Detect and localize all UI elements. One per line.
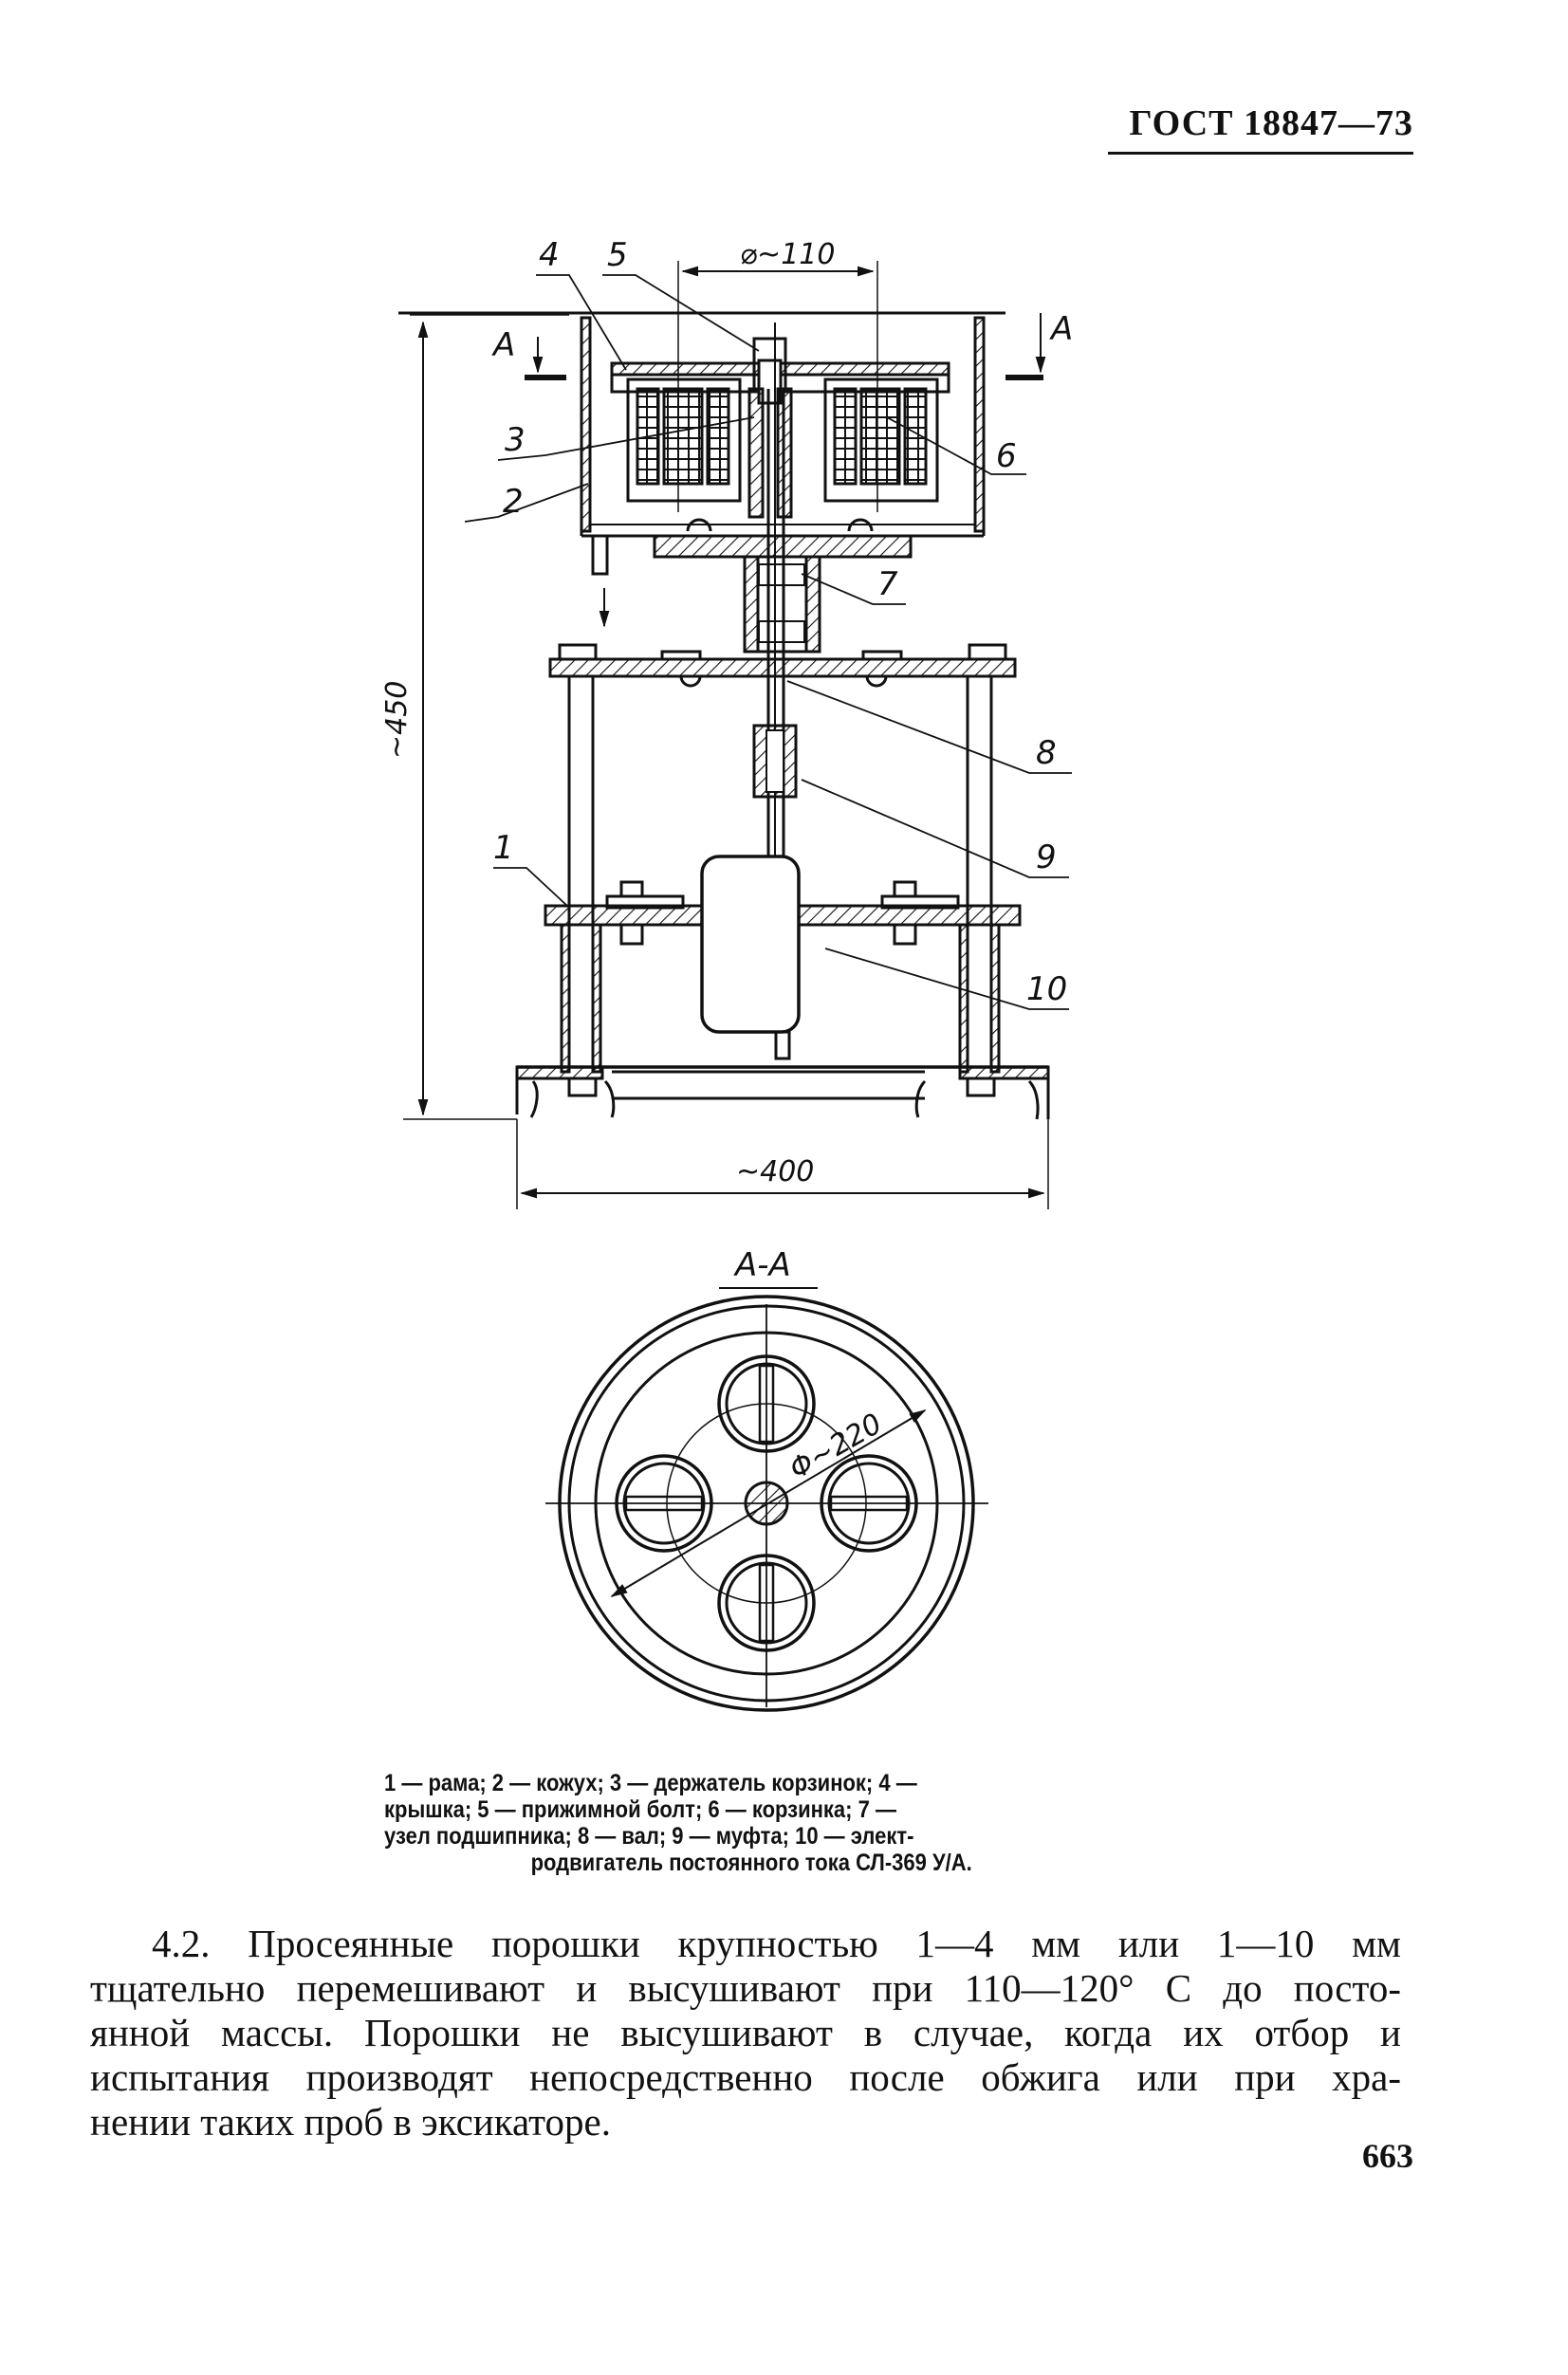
paragraph-line: тщательно перемешивают и высушивают при … [90,1966,1401,2010]
figure-caption: 1 — рама; 2 — кожух; 3 — держатель корзи… [384,1770,1118,1876]
callout-7: 7 [877,565,898,603]
callout-9: 9 [1036,838,1057,876]
front-view-labels: 4 5 3 2 6 7 8 9 10 1 A A ⌀~110 ~450 ~400 [380,236,1073,1188]
callout-6: 6 [996,437,1017,475]
callout-1: 1 [493,829,514,867]
dimension-basket-diameter: ⌀~110 [740,238,835,271]
section-view-a-a: А-А [545,1246,988,1712]
base [515,1065,1050,1120]
section-mark-right: A [1049,310,1073,348]
front-view [398,261,1072,1209]
dimension-width: ~400 [736,1155,814,1188]
coupling [752,724,798,799]
motor [700,855,801,1060]
section-title: А-А [733,1246,791,1284]
callout-2: 2 [503,483,524,521]
technical-drawing: 4 5 3 2 6 7 8 9 10 1 A A ⌀~110 ~450 ~400… [380,236,1073,1712]
callout-5: 5 [607,236,628,274]
caption-line: узел подшипника; 8 — вал; 9 — муфта; 10 … [384,1823,914,1850]
right-basket [823,377,939,503]
document-header: ГОСТ 18847—73 [1129,103,1413,143]
caption-line: крышка; 5 — прижимной болт; 6 — корзинка… [384,1796,896,1823]
header-rule [1108,152,1413,155]
body-paragraph: 4.2. Просеянные порошки крупностью 1—4 м… [90,1922,1401,2145]
left-basket [626,377,742,503]
paragraph-line: янной массы. Порошки не высушивают в слу… [90,2011,1401,2054]
section-mark-left: A [491,326,515,364]
dimension-height: ~450 [380,681,414,759]
caption-line: родвигатель постоянного тока СЛ-369 У/А. [530,1850,972,1876]
leader-lines [464,274,1072,1010]
paragraph-line: испытания производят непосредственно пос… [90,2055,1401,2099]
sieve-apparatus-drawing: 4 5 3 2 6 7 8 9 10 1 A A ⌀~110 ~450 ~400… [380,236,1073,1712]
page-number: 663 [1362,2137,1413,2175]
callout-4: 4 [539,236,560,274]
paragraph-line: нении таких проб в эксикаторе. [90,2100,611,2144]
callout-8: 8 [1036,734,1057,772]
upper-plate [548,643,1017,688]
paragraph-line: 4.2. Просеянные порошки крупностью 1—4 м… [152,1922,1401,1965]
dimension-section-diameter: Φ~220 [784,1408,888,1486]
callout-3: 3 [505,421,526,459]
caption-line: 1 — рама; 2 — кожух; 3 — держатель корзи… [384,1770,917,1796]
callout-10: 10 [1026,970,1067,1008]
